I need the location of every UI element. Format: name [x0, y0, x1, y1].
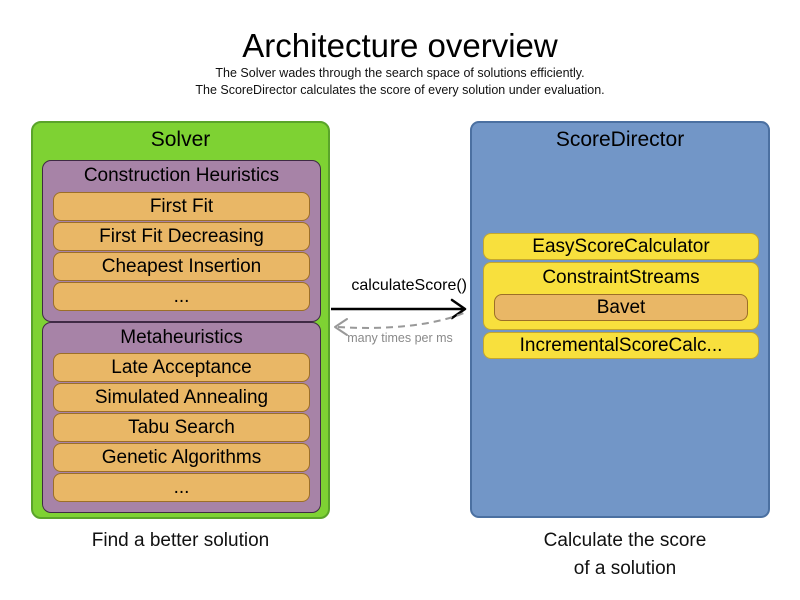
- metaheuristics-box: Metaheuristics Late Acceptance Simulated…: [42, 322, 321, 513]
- page-title: Architecture overview: [242, 27, 558, 64]
- constraint-streams-box: ConstraintStreams Bavet: [483, 262, 759, 330]
- score-director-label: ScoreDirector: [555, 128, 685, 151]
- calculate-score-arrow: [331, 298, 467, 320]
- heuristic-item: Cheapest Insertion: [53, 252, 310, 281]
- heuristic-item: First Fit: [53, 192, 310, 221]
- construction-heuristics-box: Construction Heuristics First Fit First …: [42, 160, 321, 322]
- solver-box: Solver Construction Heuristics First Fit…: [31, 121, 330, 519]
- metaheuristic-item-ellipsis: ...: [53, 473, 310, 502]
- metaheuristics-label: Metaheuristics: [120, 327, 243, 348]
- heuristic-item-ellipsis: ...: [53, 282, 310, 311]
- solver-caption: Find a better solution: [91, 530, 270, 551]
- subtitle-line-2: The ScoreDirector calculates the score o…: [195, 83, 605, 97]
- calculate-score-label: calculateScore(): [351, 277, 467, 294]
- heuristic-item: First Fit Decreasing: [53, 222, 310, 251]
- construction-heuristics-label: Construction Heuristics: [83, 165, 280, 186]
- metaheuristic-item: Tabu Search: [53, 413, 310, 442]
- score-director-caption-line-1: Calculate the score: [543, 530, 707, 551]
- frequency-label: many times per ms: [347, 331, 453, 345]
- score-director-box: ScoreDirector EasyScoreCalculator Constr…: [470, 121, 770, 518]
- solver-label: Solver: [150, 128, 211, 151]
- metaheuristic-item: Genetic Algorithms: [53, 443, 310, 472]
- easy-score-calculator-box: EasyScoreCalculator: [483, 233, 759, 260]
- incremental-score-calculator-box: IncrementalScoreCalc...: [483, 332, 759, 359]
- constraint-streams-label: ConstraintStreams: [542, 267, 700, 288]
- metaheuristic-item: Simulated Annealing: [53, 383, 310, 412]
- bavet-box: Bavet: [494, 294, 748, 321]
- subtitle-line-1: The Solver wades through the search spac…: [215, 66, 585, 80]
- metaheuristic-item: Late Acceptance: [53, 353, 310, 382]
- score-director-caption-line-2: of a solution: [573, 558, 677, 579]
- score-director-caption: Calculate the score of a solution: [470, 527, 780, 583]
